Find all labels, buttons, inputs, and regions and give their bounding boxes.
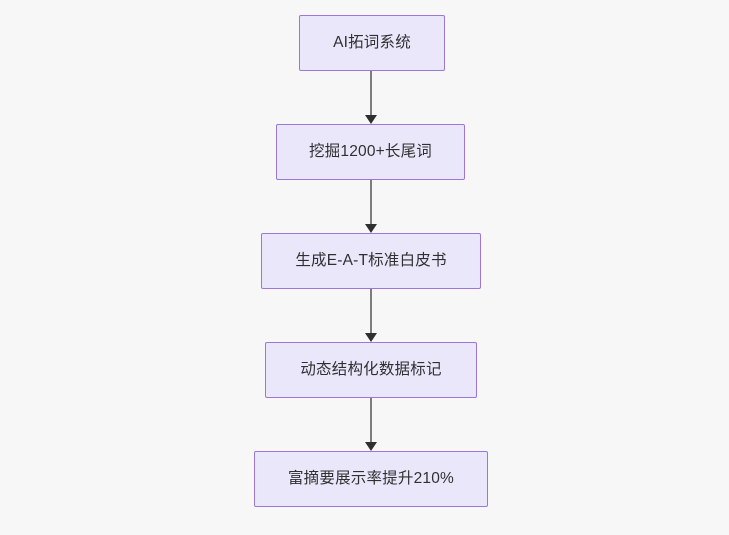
flowchart-edge-3-to-4 — [364, 289, 378, 342]
edge-line — [370, 71, 372, 116]
flowchart-edge-2-to-3 — [364, 180, 378, 233]
flowchart-edge-1-to-2 — [364, 71, 378, 124]
flowchart-node-2[interactable]: 挖掘1200+长尾词 — [276, 124, 465, 180]
flowchart-node-3-label: 生成E-A-T标准白皮书 — [295, 251, 447, 269]
arrow-down-icon — [365, 115, 377, 124]
flowchart-node-2-label: 挖掘1200+长尾词 — [308, 142, 433, 160]
flowchart-node-1-label: AI拓词系统 — [333, 33, 411, 51]
flowchart-node-3[interactable]: 生成E-A-T标准白皮书 — [261, 233, 481, 289]
edge-line — [370, 289, 372, 334]
edge-line — [370, 398, 372, 443]
flowchart-edge-4-to-5 — [364, 398, 378, 451]
flowchart-node-5[interactable]: 富摘要展示率提升210% — [254, 451, 488, 507]
arrow-down-icon — [365, 442, 377, 451]
flowchart-node-4[interactable]: 动态结构化数据标记 — [265, 342, 477, 398]
edge-line — [370, 180, 372, 225]
arrow-down-icon — [365, 333, 377, 342]
arrow-down-icon — [365, 224, 377, 233]
flowchart-node-1[interactable]: AI拓词系统 — [299, 15, 445, 71]
flowchart-node-4-label: 动态结构化数据标记 — [300, 360, 442, 378]
flowchart-node-5-label: 富摘要展示率提升210% — [287, 469, 455, 487]
